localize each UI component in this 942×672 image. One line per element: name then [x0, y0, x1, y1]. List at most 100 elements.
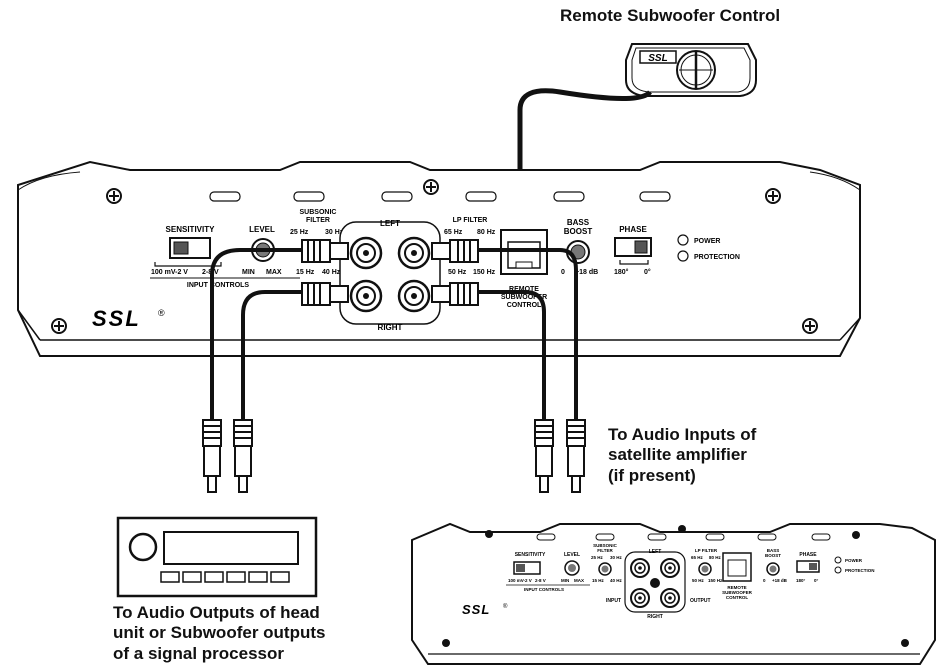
input-controls-label: INPUT CONTROLS — [187, 282, 250, 289]
sat-bass-boost-label: BASS — [767, 548, 780, 553]
remote-port-label-line1: REMOTE — [509, 286, 539, 293]
remote-knob[interactable] — [676, 50, 716, 90]
head-unit-caption: To Audio Outputs of head unit or Subwoof… — [113, 603, 325, 664]
sat-sensitivity-max: 2-8 V — [535, 578, 546, 583]
sat-lp-150hz: 150 Hz — [708, 578, 723, 583]
sat-rca-jack-right-input[interactable] — [630, 588, 650, 608]
sat-subsonic-label: SUBSONIC — [593, 543, 618, 548]
sat-bass-boost-max: +18 dB — [772, 578, 788, 583]
bass-boost-label-line2: BOOST — [564, 227, 593, 236]
preset-button[interactable] — [226, 571, 246, 583]
sat-brand-logo: SSL — [462, 602, 490, 617]
registered-mark: ® — [158, 308, 165, 318]
satellite-caption-line: To Audio Inputs of — [608, 425, 757, 444]
screw-icon — [802, 318, 818, 334]
sat-subsonic-label-line2: FILTER — [597, 548, 613, 553]
rca-plug-icon — [431, 282, 479, 306]
sat-remote-port-line3: CONTROL — [726, 595, 748, 600]
sat-rca-jack-left-output[interactable] — [660, 558, 680, 578]
subsonic-label: SUBSONIC — [300, 209, 337, 216]
sat-bass-boost-min: 0 — [763, 578, 766, 583]
sat-lp-80hz: 80 Hz — [709, 555, 722, 560]
rca-cables — [210, 248, 578, 420]
phase-label: PHASE — [619, 225, 647, 234]
protection-label: PROTECTION — [694, 254, 740, 261]
screw-icon — [765, 188, 781, 204]
bass-boost-max: +18 dB — [575, 269, 598, 276]
sat-sensitivity-label: SENSITIVITY — [515, 552, 546, 558]
head-unit-caption-line: unit or Subwoofer outputs — [113, 623, 326, 643]
subsonic-15hz: 15 Hz — [296, 269, 315, 276]
brand-logo: SSL — [92, 306, 141, 331]
rca-jack-left-input[interactable] — [349, 236, 383, 270]
sat-phase-label: PHASE — [799, 552, 817, 558]
sat-lp-50hz: 50 Hz — [692, 578, 705, 583]
head-unit-caption-line: To Audio Outputs of head — [113, 603, 320, 622]
satellite-caption-line: (if present) — [608, 465, 696, 485]
sat-remote-port-line1: REMOTE — [727, 585, 746, 590]
rca-jack-left-output[interactable] — [397, 236, 431, 270]
rca-jack-right-output[interactable] — [397, 279, 431, 313]
remote-subwoofer-control: SSL — [625, 43, 757, 97]
sat-phase-0: 0° — [814, 578, 819, 583]
rca-plug-icon — [534, 419, 554, 493]
sensitivity-min: 100 mV-2 V — [151, 269, 188, 276]
screw-icon — [423, 179, 439, 195]
preset-button[interactable] — [248, 571, 268, 583]
preset-button[interactable] — [182, 571, 202, 583]
left-label: LEFT — [380, 219, 400, 228]
sat-power-label: POWER — [845, 558, 863, 563]
sat-left-label: LEFT — [649, 549, 662, 555]
rca-plug-icon — [431, 239, 479, 263]
sat-output-label: OUTPUT — [690, 598, 711, 604]
sat-input-label: INPUT — [606, 598, 621, 604]
satellite-amplifier: SSL ® SENSITIVITY 100 mV-2 V 2-8 V LEVEL… — [411, 522, 936, 665]
sat-subsonic-15hz: 15 Hz — [592, 578, 605, 583]
sat-phase-switch[interactable] — [796, 560, 820, 573]
rca-jack-right-input[interactable] — [349, 279, 383, 313]
level-label: LEVEL — [249, 225, 275, 234]
rca-plug-icon — [301, 239, 349, 263]
rca-plug-icon — [233, 419, 253, 493]
satellite-caption: To Audio Inputs of satellite amplifier (… — [608, 425, 756, 486]
sat-subsonic-40hz: 40 Hz — [610, 578, 623, 583]
sat-registered-mark: ® — [503, 603, 508, 610]
head-unit-caption-line: of a signal processor — [113, 643, 284, 663]
rca-plug-icon — [202, 419, 222, 493]
screw-icon — [51, 318, 67, 334]
sat-rca-jack-left-input[interactable] — [630, 558, 650, 578]
sat-remote-port-line2: SUBWOOFER — [722, 590, 752, 595]
head-unit — [116, 516, 318, 598]
bass-boost-label: BASS — [567, 218, 590, 227]
sensitivity-label: SENSITIVITY — [166, 225, 216, 234]
preset-button[interactable] — [204, 571, 224, 583]
sat-lp-filter-label: LP FILTER — [695, 548, 718, 553]
level-max: MAX — [266, 269, 282, 276]
sat-power-led-icon — [834, 556, 842, 564]
sat-sensitivity-min: 100 mV-2 V — [508, 578, 532, 583]
sat-right-label: RIGHT — [647, 614, 663, 620]
rca-plug-icon — [301, 282, 349, 306]
subsonic-40hz: 40 Hz — [322, 269, 341, 276]
subsonic-label-line2: FILTER — [306, 217, 330, 224]
sat-bass-boost-label-line2: BOOST — [765, 553, 781, 558]
remote-port-label-line2: SUBWOOFER — [501, 294, 547, 301]
sat-rca-jack-right-output[interactable] — [660, 588, 680, 608]
protection-led-icon — [677, 250, 689, 262]
head-unit-knob[interactable] — [128, 532, 158, 562]
level-min: MIN — [242, 269, 255, 276]
bass-boost-min: 0 — [561, 269, 565, 276]
sat-level-max: MAX — [574, 578, 584, 583]
sat-phase-180: 180° — [796, 578, 806, 583]
sat-level-min: MIN — [561, 578, 569, 583]
sat-protection-label: PROTECTION — [845, 568, 875, 573]
lp-150hz: 150 Hz — [473, 269, 496, 276]
power-led-icon — [677, 234, 689, 246]
rca-plug-icon — [566, 419, 586, 493]
remote-port-label-line3: CONTROL — [507, 302, 542, 309]
preset-button[interactable] — [160, 571, 180, 583]
preset-button[interactable] — [270, 571, 290, 583]
remote-logo: SSL — [648, 53, 667, 64]
phase-180: 180° — [614, 268, 629, 276]
